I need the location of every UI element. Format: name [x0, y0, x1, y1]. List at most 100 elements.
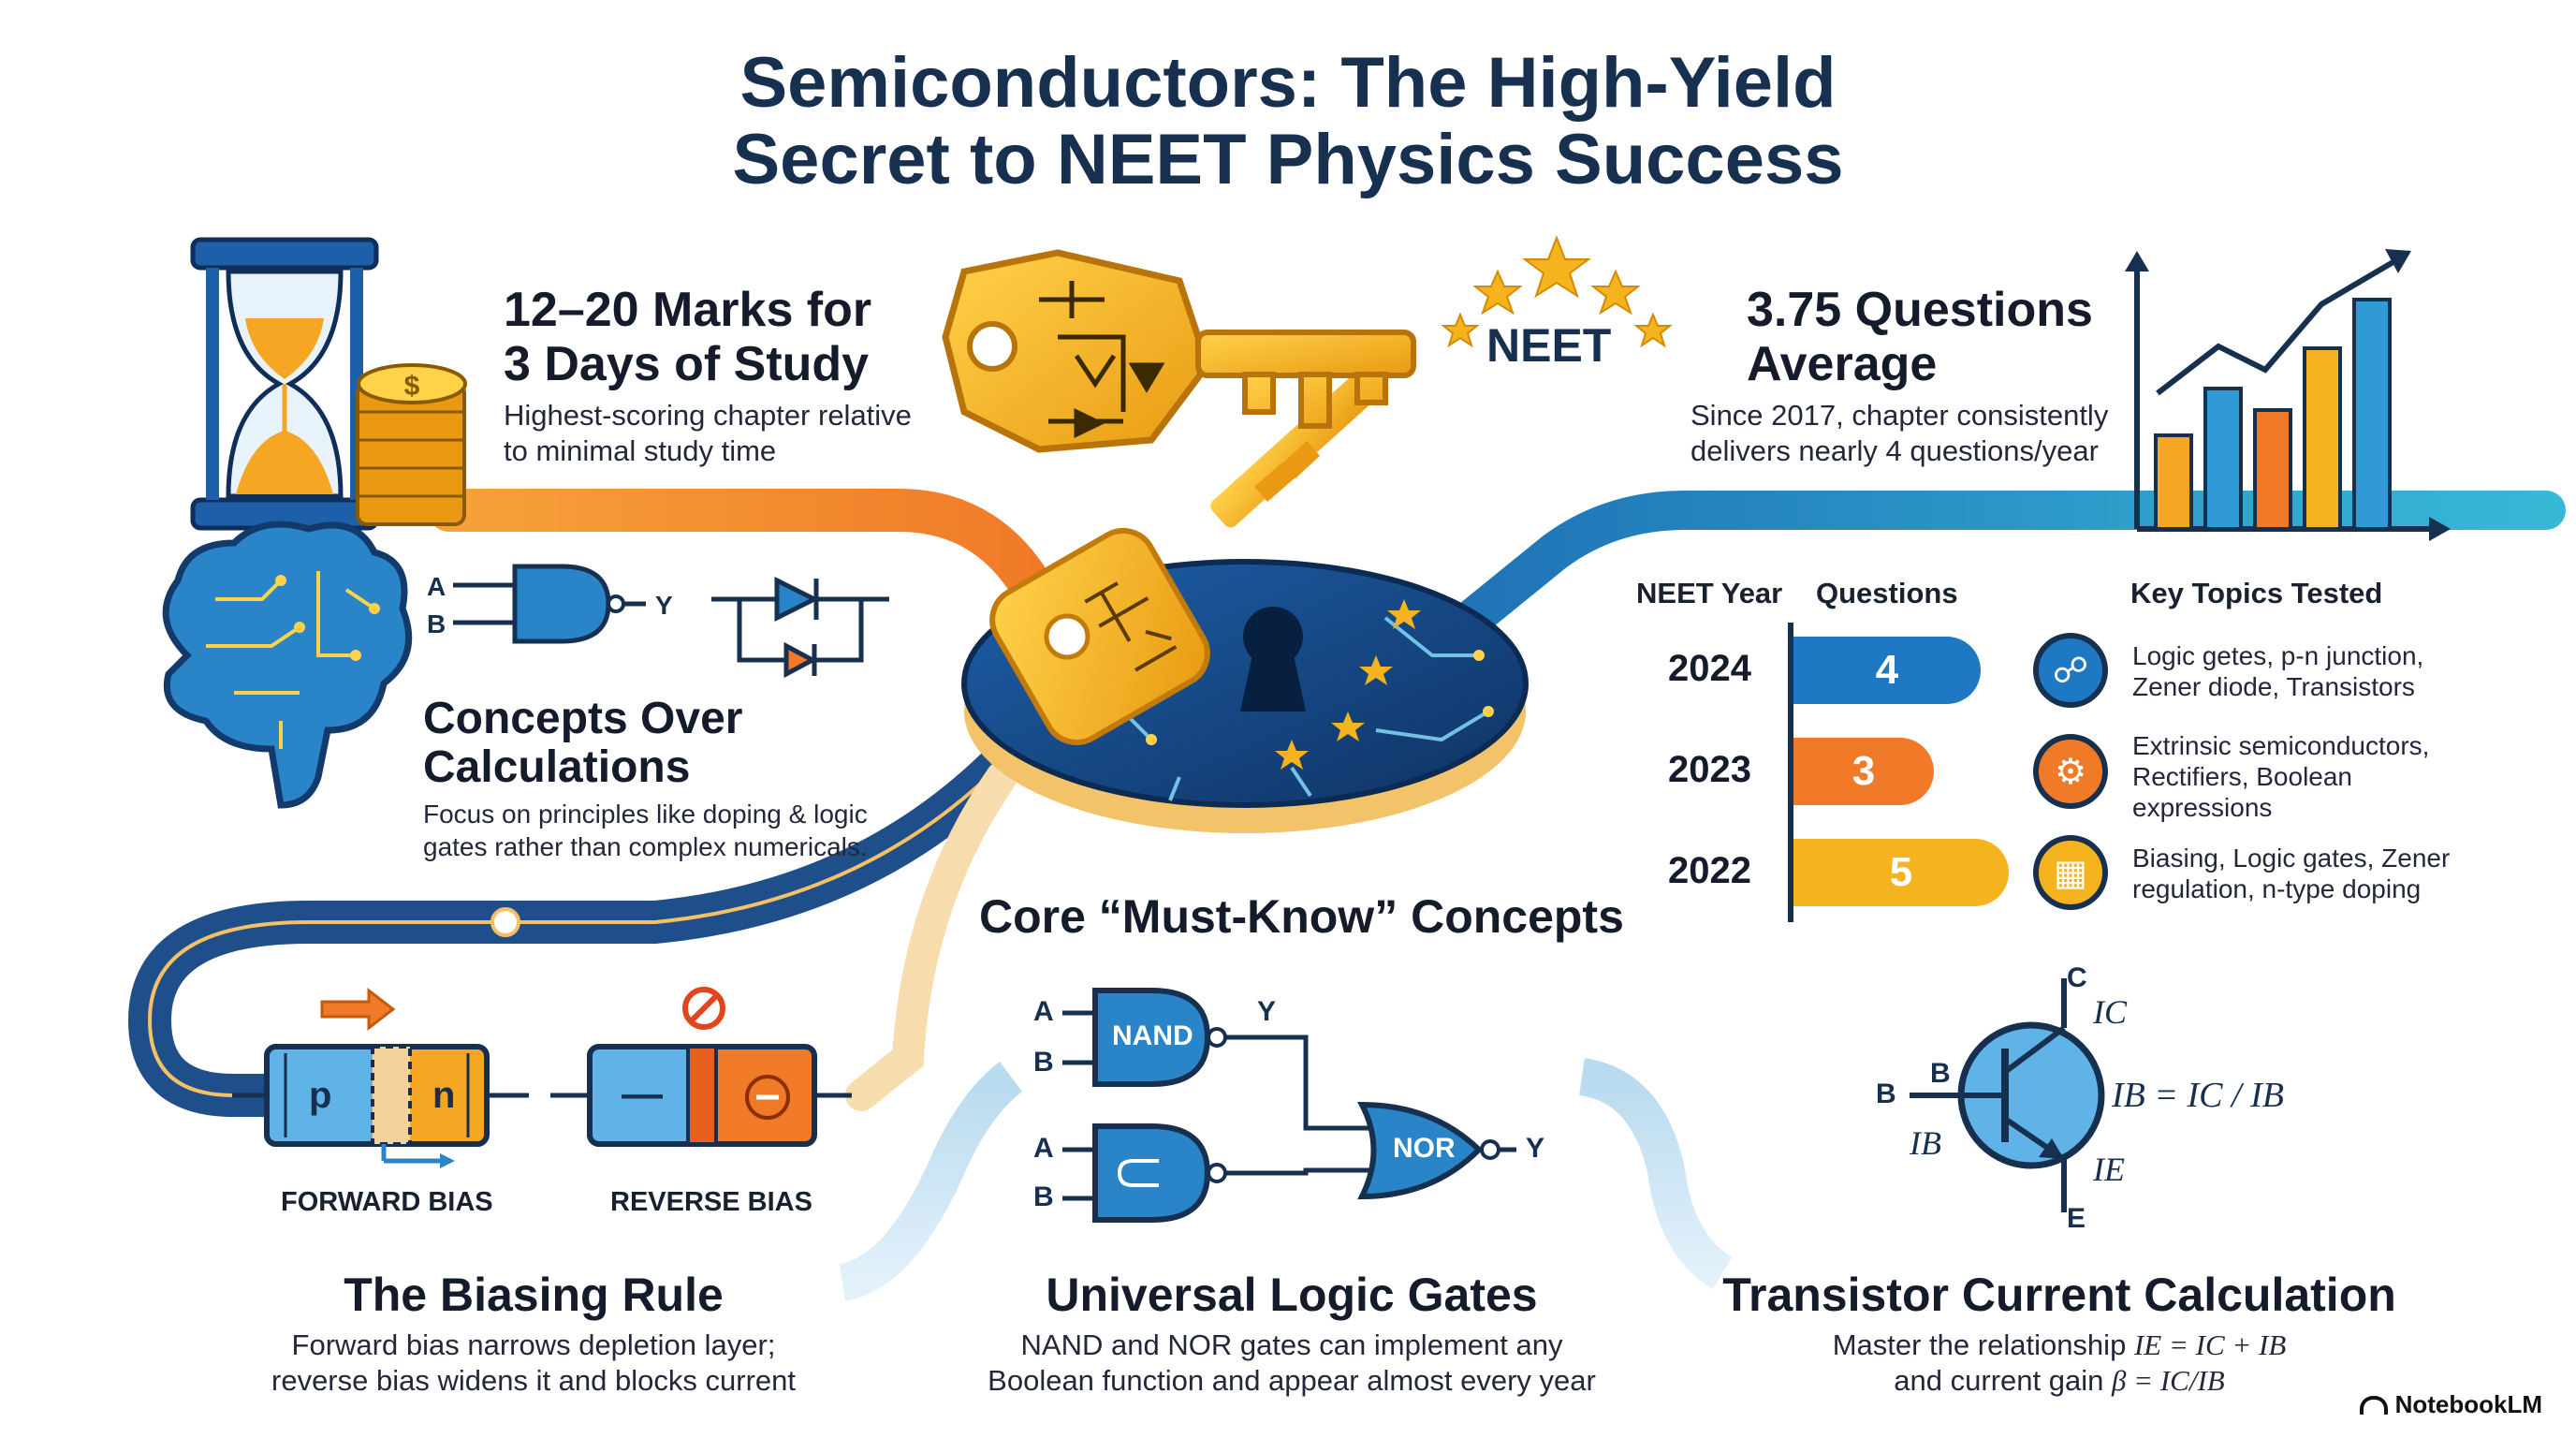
transistor-desc-text-1: Master the relationship [1832, 1328, 2127, 1361]
collector-current-label: IC [2093, 993, 2127, 1031]
base-label-inner: B [1930, 1058, 1951, 1089]
questions-description: Since 2017, chapter consistently deliver… [1690, 398, 2108, 469]
marks-desc-line-1: Highest-scoring chapter relative [504, 399, 912, 432]
transistor-desc-math-1: IE = IC + IB [2133, 1328, 2287, 1361]
row-topic-line: regulation, n-type doping [2132, 874, 2422, 903]
svg-text:A: A [427, 572, 446, 601]
row-questions-bar: 5 [1793, 839, 2009, 906]
row-year: 2022 [1668, 850, 1751, 891]
row-questions-bar: 4 [1793, 637, 1981, 704]
row-year: 2024 [1668, 648, 1751, 689]
emitter-label: E [2067, 1203, 2086, 1234]
row-topic-line: Biasing, Logic gates, Zener [2132, 844, 2451, 873]
or-input-a: A [1033, 1133, 1054, 1164]
title-line-2: Secret to NEET Physics Success [732, 120, 1844, 199]
svg-text:B: B [427, 609, 446, 638]
n-region-label: n [432, 1075, 456, 1116]
logic-gates-diagram [1062, 988, 1516, 1223]
neet-badge-label: NEET [1486, 319, 1612, 372]
reverse-bias-label: REVERSE BIAS [610, 1187, 812, 1217]
logic-description: NAND and NOR gates can implement any Boo… [917, 1328, 1666, 1399]
questions-desc-line-2: delivers nearly 4 questions/year [1690, 434, 2099, 467]
col-header-questions: Questions [1816, 577, 1958, 609]
nor-output-y: Y [1526, 1133, 1545, 1164]
inserted-key-icon [989, 371, 1381, 745]
marks-heading: 12–20 Marks for 3 Days of Study [504, 283, 871, 391]
nand-input-a: A [1033, 996, 1054, 1027]
core-concepts-heading: Core “Must-Know” Concepts [979, 890, 1624, 943]
row-topic-line: Rectifiers, Boolean [2132, 762, 2353, 791]
page-title: Semiconductors: The High-Yield Secret to… [0, 45, 2576, 198]
biasing-description: Forward bias narrows depletion layer; re… [206, 1328, 861, 1399]
transistor-desc-line-1: Master the relationship IE = IC + IB [1694, 1328, 2424, 1363]
forward-bias-diagram [232, 987, 529, 1168]
reverse-bias-diagram [550, 987, 852, 1147]
transistor-desc-line-2: and current gain β = IC/IB [1694, 1363, 2424, 1399]
forward-bias-label: FORWARD BIAS [281, 1187, 493, 1217]
minus-sign-label: — [622, 1071, 663, 1117]
title-line-1: Semiconductors: The High-Yield [739, 43, 1837, 123]
circuit-brain-icon [162, 521, 413, 809]
questions-heading: 3.75 Questions Average [1747, 283, 2093, 391]
gear-icon: ⚙ [2033, 734, 2108, 809]
emitter-current-label: IE [2093, 1151, 2125, 1188]
marks-description: Highest-scoring chapter relative to mini… [504, 398, 912, 469]
small-and-gate: A B Y [427, 564, 673, 644]
questions-desc-line-1: Since 2017, chapter consistently [1690, 399, 2109, 432]
row-topic-line: Logic getes, p-n junction, [2132, 641, 2424, 670]
nand-output-y: Y [1257, 996, 1277, 1027]
hourglass-coins-icon: $ [190, 237, 467, 531]
chip-icon: ▦ [2033, 835, 2108, 910]
row-topics: Extrinsic semiconductors,Rectifiers, Boo… [2132, 730, 2429, 823]
biasing-heading: The Biasing Rule [344, 1269, 724, 1321]
rectifier-diode-icon [711, 576, 889, 679]
row-topics: Logic getes, p-n junction,Zener diode, T… [2132, 640, 2423, 702]
rising-bar-chart-icon [2125, 249, 2451, 541]
questions-heading-line-1: 3.75 Questions [1747, 283, 2093, 337]
logic-desc-line-2: Boolean function and appear almost every… [988, 1364, 1596, 1397]
logic-heading: Universal Logic Gates [1046, 1269, 1538, 1321]
svg-text:Y: Y [655, 591, 673, 620]
brand-name: NotebookLM [2394, 1390, 2542, 1418]
marks-heading-line-2: 3 Days of Study [504, 337, 870, 391]
base-label-outer: B [1876, 1078, 1896, 1109]
row-topic-line: expressions [2132, 793, 2273, 822]
row-topic-line: Zener diode, Transistors [2132, 672, 2415, 701]
marks-heading-line-1: 12–20 Marks for [504, 283, 872, 337]
brand-badge: NotebookLM [2359, 1390, 2542, 1419]
collector-label: C [2067, 962, 2087, 993]
current-formula: IB = IC / IB [2112, 1076, 2284, 1115]
concepts-heading-line-2: Calculations [423, 742, 691, 792]
network-icon: ☍ [2033, 633, 2108, 708]
concepts-desc-line-1: Focus on principles like doping & logic [423, 800, 868, 829]
transistor-desc-text-2: and current gain [1894, 1364, 2104, 1397]
questions-heading-line-2: Average [1747, 337, 1938, 391]
concepts-heading: Concepts Over Calculations [423, 695, 742, 792]
roads [127, 489, 2566, 1301]
svg-text:$: $ [404, 371, 420, 402]
biasing-desc-line-1: Forward bias narrows depletion layer; [291, 1328, 776, 1361]
transistor-diagram [1910, 978, 2105, 1212]
row-year: 2023 [1668, 749, 1751, 790]
concepts-desc-line-2: gates rather than complex numericals. [423, 832, 868, 861]
transistor-desc-math-2: β = IC/IB [2111, 1364, 2225, 1397]
logic-desc-line-1: NAND and NOR gates can implement any [1020, 1328, 1563, 1361]
notebooklm-logo-icon [2359, 1395, 2388, 1415]
transistor-description: Master the relationship IE = IC + IB and… [1694, 1328, 2424, 1399]
transistor-heading: Transistor Current Calculation [1722, 1269, 2396, 1321]
nand-gate-label: NAND [1112, 1020, 1193, 1051]
biasing-desc-line-2: reverse bias widens it and blocks curren… [271, 1364, 796, 1397]
coin-stack: $ [356, 363, 467, 526]
concepts-description: Focus on principles like doping & logic … [423, 798, 868, 863]
keyhole-pad [961, 371, 1529, 833]
base-current-label: IB [1910, 1124, 1941, 1162]
row-questions-bar: 3 [1793, 738, 1934, 805]
table-divider [1788, 623, 1793, 922]
nor-gate-label: NOR [1393, 1133, 1456, 1164]
row-topic-line: Extrinsic semiconductors, [2132, 731, 2430, 760]
golden-key-icon [942, 249, 1416, 453]
col-header-year: NEET Year [1636, 577, 1783, 609]
